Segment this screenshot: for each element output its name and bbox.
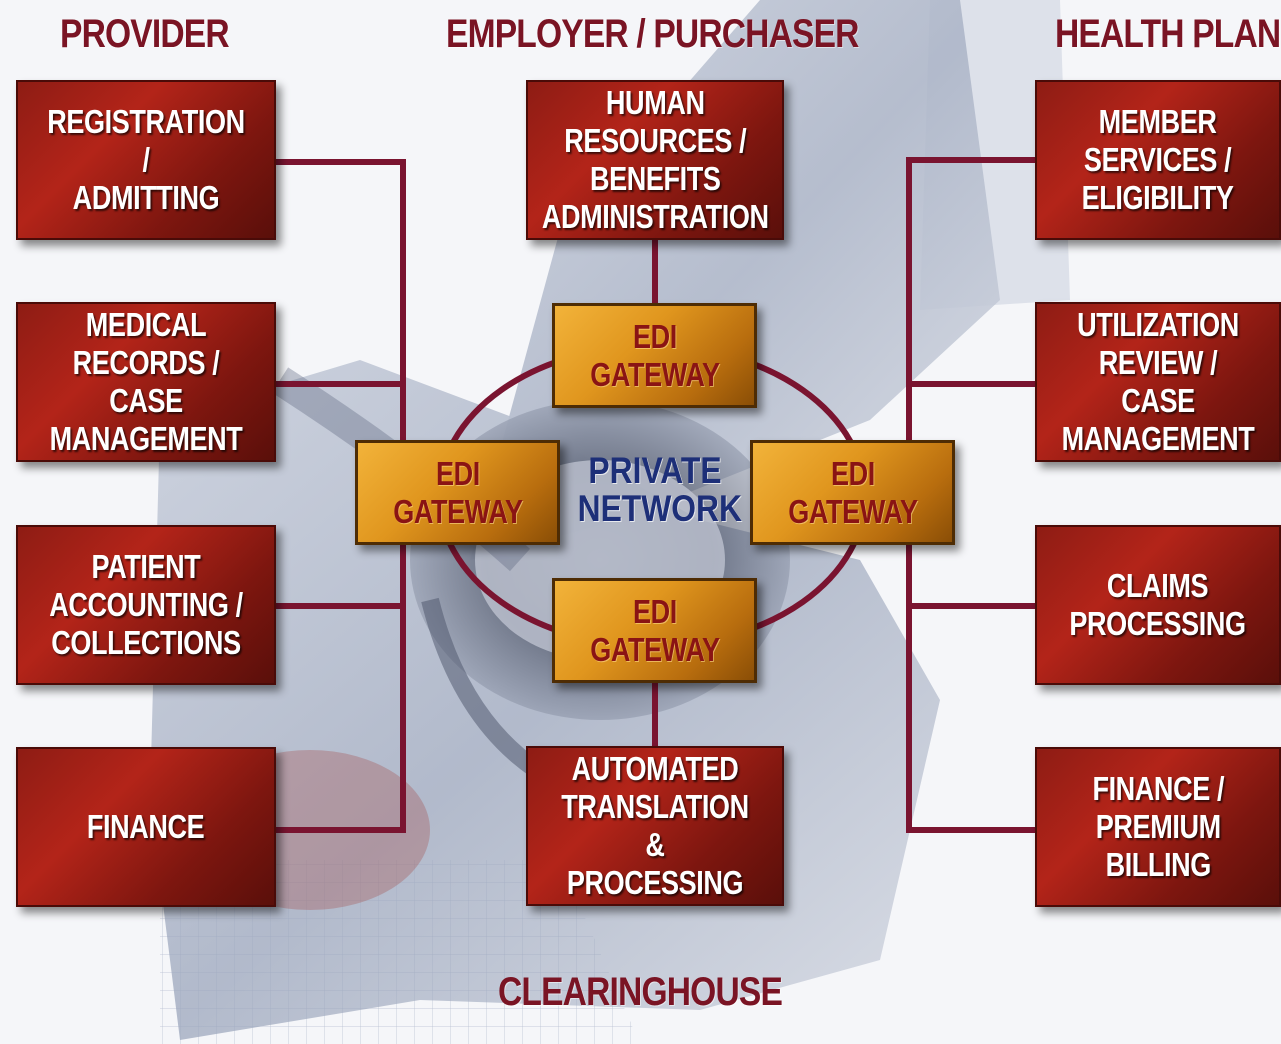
private-network-label: PRIVATE NETWORK <box>577 450 742 529</box>
box-label: FINANCE <box>87 808 205 845</box>
health-plan-title: HEALTH PLAN <box>1055 12 1281 56</box>
provider-title: PROVIDER <box>60 12 230 56</box>
employer-purchaser-title: EMPLOYER / PURCHASER <box>446 12 859 56</box>
box-label: PATIENT ACCOUNTING / COLLECTIONS <box>49 548 243 661</box>
gateway-label: EDI GATEWAY <box>589 592 720 668</box>
box-label: CLAIMS PROCESSING <box>1069 567 1247 642</box>
clearinghouse-title: CLEARINGHOUSE <box>498 970 783 1014</box>
edi-gateway-bottom: EDI GATEWAY <box>552 578 757 683</box>
box-label: REGISTRATION / ADMITTING <box>47 103 245 216</box>
box-label: HUMAN RESOURCES / BENEFITS ADMINISTRATIO… <box>541 84 769 235</box>
provider-medical-records-box: MEDICAL RECORDS / CASE MANAGEMENT <box>16 302 276 462</box>
gateway-label: EDI GATEWAY <box>392 454 523 530</box>
box-label: FINANCE / PREMIUM BILLING <box>1092 770 1224 883</box>
health-plan-utilization-review-box: UTILIZATION REVIEW / CASE MANAGEMENT <box>1035 302 1281 462</box>
box-label: UTILIZATION REVIEW / CASE MANAGEMENT <box>1061 306 1255 457</box>
health-plan-finance-billing-box: FINANCE / PREMIUM BILLING <box>1035 747 1281 907</box>
health-plan-claims-processing-box: CLAIMS PROCESSING <box>1035 525 1281 685</box>
edi-gateway-right: EDI GATEWAY <box>750 440 955 545</box>
box-label: AUTOMATED TRANSLATION & PROCESSING <box>561 750 749 901</box>
clearinghouse-translation-box: AUTOMATED TRANSLATION & PROCESSING <box>526 746 784 906</box>
provider-finance-box: FINANCE <box>16 747 276 907</box>
box-label: MEDICAL RECORDS / CASE MANAGEMENT <box>49 306 243 457</box>
box-label: MEMBER SERVICES / ELIGIBILITY <box>1082 103 1234 216</box>
gateway-label: EDI GATEWAY <box>787 454 918 530</box>
edi-gateway-top: EDI GATEWAY <box>552 303 757 408</box>
employer-hr-benefits-box: HUMAN RESOURCES / BENEFITS ADMINISTRATIO… <box>526 80 784 240</box>
gateway-label: EDI GATEWAY <box>589 317 720 393</box>
edi-gateway-left: EDI GATEWAY <box>355 440 560 545</box>
health-plan-member-services-box: MEMBER SERVICES / ELIGIBILITY <box>1035 80 1281 240</box>
provider-patient-accounting-box: PATIENT ACCOUNTING / COLLECTIONS <box>16 525 276 685</box>
provider-registration-box: REGISTRATION / ADMITTING <box>16 80 276 240</box>
